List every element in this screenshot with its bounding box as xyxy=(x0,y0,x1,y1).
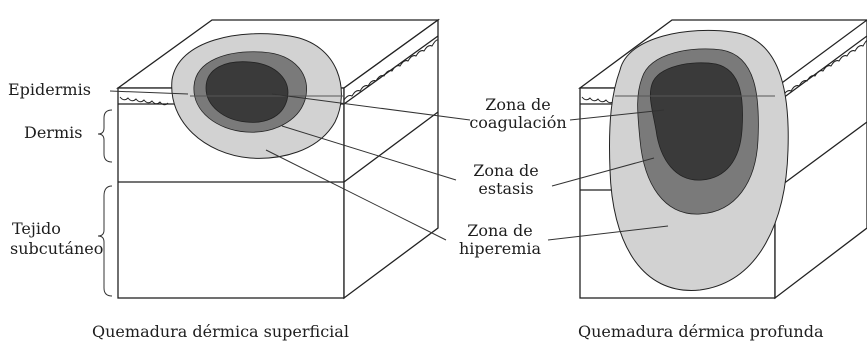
label-hyperemia-zone: Zona de hiperemia xyxy=(448,222,552,258)
epidermis-wave-right-right-block xyxy=(774,40,867,101)
label-tejido: Tejido xyxy=(12,219,61,238)
label-dermis: Dermis xyxy=(24,123,83,142)
leader-hyperemia-left xyxy=(265,149,447,241)
label-subcutaneo: subcutáneo xyxy=(10,239,104,258)
epidermis-wave-front-right-block xyxy=(581,96,615,104)
label-stasis-line2: estasis xyxy=(478,179,534,198)
caption-superficial-burn: Quemadura dérmica superficial xyxy=(92,322,349,341)
bracket-dermis xyxy=(97,109,113,163)
coagulation-zone-deep xyxy=(649,62,743,181)
label-coagulation-zone: Zona de coagulación xyxy=(462,96,574,132)
label-hyperemia-line2: hiperemia xyxy=(458,239,542,258)
epidermis-wave-front-left-block xyxy=(119,96,169,106)
leader-stasis-left xyxy=(281,125,457,181)
epidermis-wave-right-left-block xyxy=(343,39,439,101)
leader-epidermis xyxy=(109,90,189,95)
label-epidermis: Epidermis xyxy=(8,80,91,99)
leader-coagulation-left xyxy=(271,93,471,121)
label-coagulation-line1: Zona de xyxy=(485,95,551,114)
label-hyperemia-line1: Zona de xyxy=(467,221,533,240)
caption-deep-burn: Quemadura dérmica profunda xyxy=(578,322,824,341)
label-stasis-zone: Zona de estasis xyxy=(456,162,556,198)
coagulation-zone-superficial xyxy=(205,61,289,123)
bracket-tejido xyxy=(97,185,113,297)
leader-hyperemia-right xyxy=(547,225,669,241)
label-coagulation-line2: coagulación xyxy=(469,113,567,132)
label-stasis-line1: Zona de xyxy=(473,161,539,180)
leader-stasis-right xyxy=(551,157,655,187)
leader-coagulation-right xyxy=(569,109,665,121)
